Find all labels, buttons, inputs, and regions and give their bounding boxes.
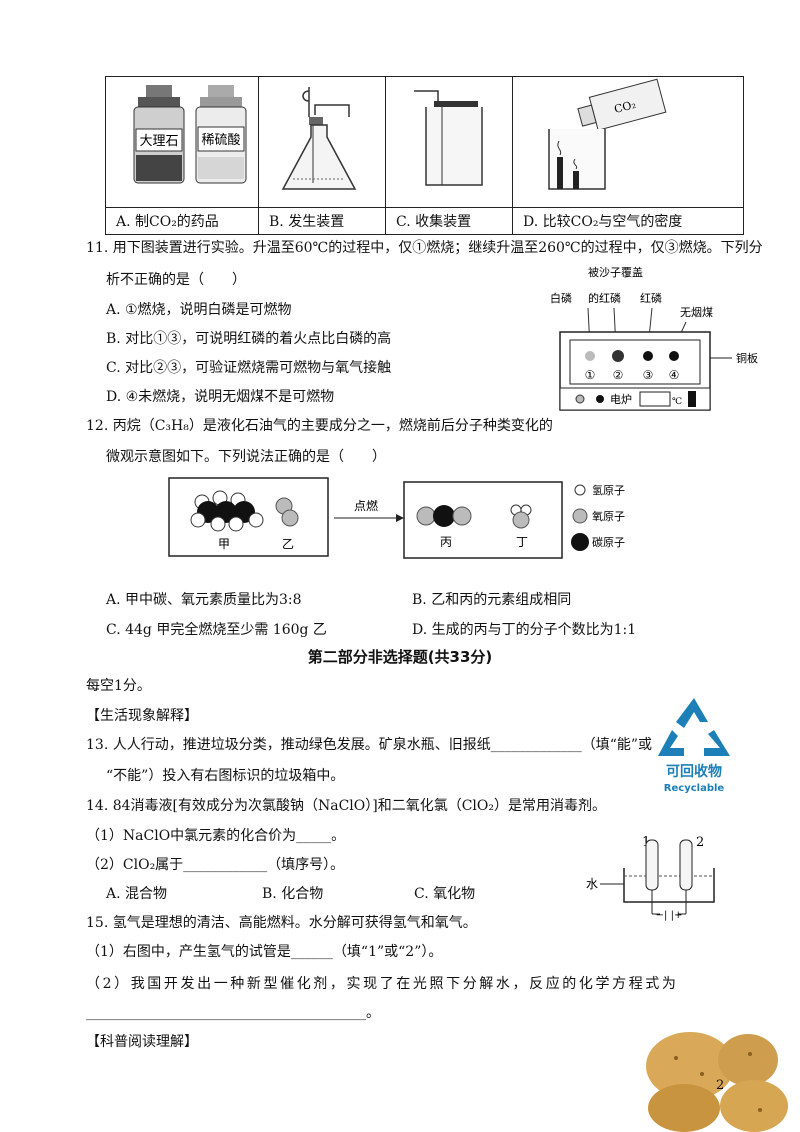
caption-b: B. 发生装置 bbox=[258, 207, 386, 235]
potato-image bbox=[646, 1032, 788, 1132]
label-coal: 无烟煤 bbox=[680, 305, 713, 319]
q12-option-d: D. 生成的丙与丁的分子个数比为1:1 bbox=[412, 622, 637, 638]
label-cover2: 的红磷 bbox=[588, 291, 621, 305]
q12-option-c: C. 44g 甲完全燃烧至少需 160g 乙 bbox=[106, 622, 327, 638]
num-1: ① bbox=[585, 368, 596, 382]
legend-hydrogen: 氢原子 bbox=[592, 483, 625, 497]
label-yi: 乙 bbox=[282, 537, 294, 551]
label-stove: 电炉 bbox=[610, 393, 632, 406]
electrolysis-figure: 1 2 −| |+ 水 bbox=[586, 835, 715, 921]
apparatus-table: 大理石 稀硫酸 bbox=[105, 76, 744, 235]
legend-oxygen: 氧原子 bbox=[592, 509, 625, 523]
cell-c-image bbox=[385, 76, 513, 208]
num-2: ② bbox=[613, 368, 624, 382]
q12-stem-line1: 12. 丙烷（C₃H₈）是液化石油气的主要成分之一，燃烧前后分子种类变化的 bbox=[86, 418, 553, 434]
q11-option-c: C. 对比②③，可验证燃烧需可燃物与氧气接触 bbox=[106, 360, 392, 376]
section-life-phenomena: 【生活现象解释】 bbox=[86, 708, 198, 724]
collection-bottle-figure bbox=[414, 90, 483, 186]
q12-option-a: A. 甲中碳、氧元素质量比为3:8 bbox=[106, 592, 302, 608]
q14-sub2: （2）ClO₂属于____________（填序号）。 bbox=[86, 857, 345, 873]
label-red-p: 红磷 bbox=[640, 292, 662, 305]
q15-sub2-blank: ________________________________________… bbox=[86, 1005, 380, 1021]
q15-sub1: （1）右图中，产生氢气的试管是______（填“1”或“2”）。 bbox=[86, 944, 443, 960]
label-copper-plate: 铜板 bbox=[736, 351, 758, 365]
q13-stem-line2: “不能”）投入有右图标识的垃圾箱中。 bbox=[106, 768, 345, 784]
q11-combustion-figure: 被沙子覆盖 的红磷 白磷 红磷 无烟煤 ① ② ③ ④ 铜板 电炉 ℃ bbox=[550, 265, 758, 411]
q14-option-b: B. 化合物 bbox=[262, 886, 324, 902]
q15-stem: 15. 氢气是理想的清洁、高能燃料。水分解可获得氢气和氧气。 bbox=[86, 915, 477, 931]
cell-d-image: CO₂ bbox=[512, 76, 744, 208]
caption-c: C. 收集装置 bbox=[385, 207, 513, 235]
q11-option-d: D. ④未燃烧，说明无烟煤不是可燃物 bbox=[106, 389, 335, 405]
reagent-bottles-figure: 大理石 稀硫酸 bbox=[133, 85, 247, 184]
legend-carbon: 碳原子 bbox=[592, 535, 625, 549]
part2-title: 第二部分非选择题(共33分) bbox=[307, 648, 493, 666]
q14-sub1: （1）NaClO中氯元素的化合价为_____。 bbox=[86, 828, 346, 844]
num-4: ④ bbox=[669, 368, 680, 382]
q14-stem: 14. 84消毒液[有效成分为次氯酸钠（NaClO）]和二氧化氯（ClO₂）是常… bbox=[86, 798, 606, 814]
recycle-cn-text: 可回收物 bbox=[666, 763, 722, 780]
cell-a-image: 大理石 稀硫酸 bbox=[105, 76, 259, 208]
arrow-label-ignite: 点燃 bbox=[354, 498, 378, 513]
label-cover: 被沙子覆盖 bbox=[588, 265, 643, 279]
water-label: 水 bbox=[586, 877, 598, 891]
q13-stem-line1: 13. 人人行动，推进垃圾分类，推动绿色发展。矿泉水瓶、旧报纸_________… bbox=[86, 737, 653, 753]
recycle-en-text: Recyclable bbox=[664, 783, 725, 794]
section-science-reading: 【科普阅读理解】 bbox=[86, 1034, 198, 1050]
label-unit: ℃ bbox=[672, 397, 682, 407]
label-jia: 甲 bbox=[218, 537, 230, 551]
part2-note: 每空1分。 bbox=[86, 678, 151, 694]
caption-a: A. 制CO₂的药品 bbox=[105, 207, 259, 235]
co2-density-figure: CO₂ bbox=[548, 78, 667, 190]
q12-stem-line2: 微观示意图如下。下列说法正确的是（ ） bbox=[106, 449, 386, 465]
q14-option-c: C. 氧化物 bbox=[414, 886, 476, 902]
cell-b-image bbox=[258, 76, 386, 208]
page-number: 2 bbox=[716, 1078, 725, 1093]
label-ding: 丁 bbox=[516, 535, 528, 549]
recyclable-logo: 可回收物 Recyclable bbox=[658, 698, 730, 794]
tube2-label: 2 bbox=[696, 835, 704, 850]
q14-option-a: A. 混合物 bbox=[106, 886, 168, 902]
battery-symbol: −| |+ bbox=[656, 910, 683, 921]
bottle1-label: 大理石 bbox=[139, 134, 178, 149]
caption-d: D. 比较CO₂与空气的密度 bbox=[512, 207, 744, 235]
q11-option-b: B. 对比①③，可说明红磷的着火点比白磷的高 bbox=[106, 331, 392, 347]
bottle2-label: 稀硫酸 bbox=[201, 133, 240, 148]
label-white-p: 白磷 bbox=[550, 291, 572, 305]
q11-stem-line2: 析不正确的是（ ） bbox=[106, 272, 246, 288]
label-bing: 丙 bbox=[440, 535, 452, 549]
q12-molecule-figure: 甲 乙 点燃 丙 丁 氢原子 氧原子 碳原子 bbox=[168, 477, 625, 559]
q11-option-a: A. ①燃烧，说明白磷是可燃物 bbox=[106, 302, 292, 318]
co2-label: CO₂ bbox=[613, 98, 637, 116]
q11-stem-line1: 11. 用下图装置进行实验。升温至60℃的过程中，仅①燃烧；继续升温至260℃的… bbox=[86, 240, 763, 256]
q12-option-b: B. 乙和丙的元素组成相同 bbox=[412, 592, 572, 608]
generator-flask-figure bbox=[281, 87, 357, 190]
q15-sub2: （2）我国开发出一种新型催化剂，实现了在光照下分解水，反应的化学方程式为 bbox=[86, 976, 679, 992]
num-3: ③ bbox=[643, 368, 654, 382]
